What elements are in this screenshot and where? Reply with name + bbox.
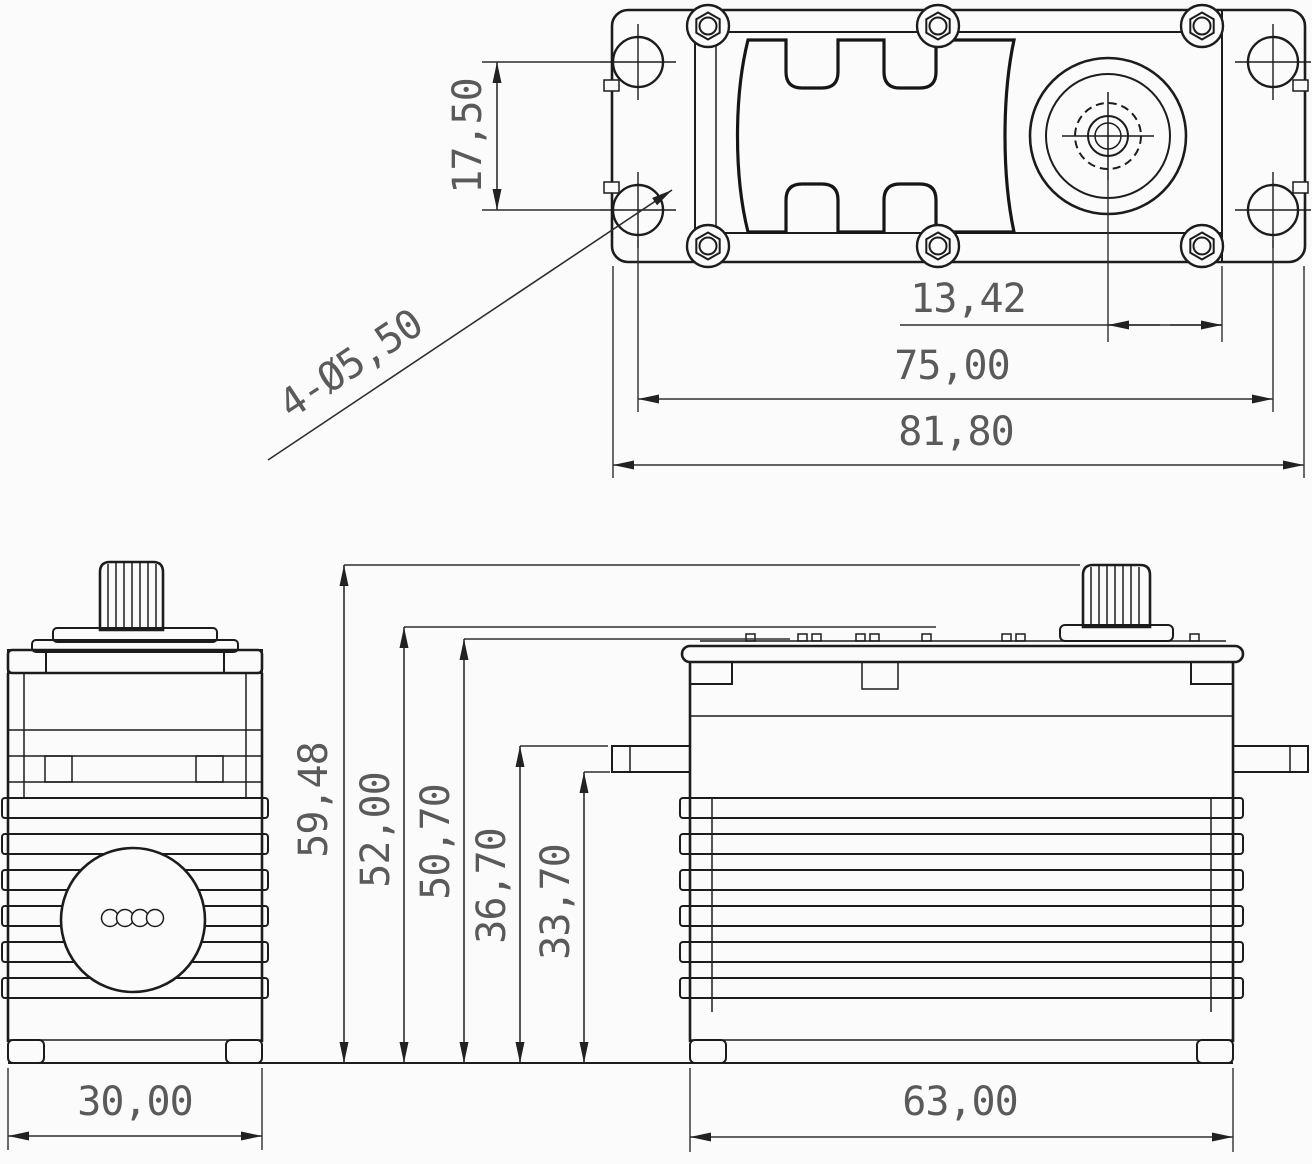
flange-edge-notches — [603, 79, 1309, 194]
front-body — [688, 661, 1235, 1042]
dim-overall-height: 59,48 — [291, 564, 1080, 1063]
dim-label-overall-height: 59,48 — [291, 742, 337, 857]
flange-plate — [610, 8, 1307, 264]
shaft-collar — [52, 627, 218, 643]
dim-height-to-flange-top: 36,70 — [469, 745, 608, 1063]
front-bottom — [689, 1039, 1234, 1064]
front-heatsink-fins — [679, 797, 1244, 1012]
dim-case-length: 63,00 — [689, 1068, 1234, 1152]
corner-step — [689, 661, 733, 685]
dim-height-to-flange-bottom: 33,70 — [533, 771, 610, 1063]
side-body — [6, 673, 264, 1042]
dim-hole-pitch-vertical: 17,50 — [445, 61, 600, 211]
dim-mounting-hole-callout: 4-Ø5,50 — [267, 189, 673, 461]
top-view: 17,50 4-Ø5,50 13,42 75,00 81 — [267, 3, 1312, 478]
corner-step — [1190, 661, 1234, 685]
dim-label-flange-overall-length: 81,80 — [898, 409, 1013, 455]
dim-hole-pitch-horizontal: 75,00 — [637, 240, 1274, 412]
dim-label-case-width: 30,00 — [77, 1079, 192, 1125]
screw-icon — [915, 3, 961, 49]
output-shaft-top — [1028, 56, 1188, 216]
dim-case-width: 30,00 — [7, 1068, 263, 1150]
dim-label-height-to-case-top: 52,00 — [353, 772, 399, 887]
screw-icon — [685, 223, 731, 269]
side-boss — [59, 846, 207, 994]
flange-ear-edge — [195, 755, 224, 783]
dim-label-height-to-flange-bottom: 33,70 — [533, 844, 579, 959]
dim-label-height-to-flange-top: 36,70 — [469, 828, 515, 943]
dim-height-to-case-top: 52,00 — [353, 626, 936, 1063]
dim-label-mounting-hole-callout: 4-Ø5,50 — [271, 301, 431, 429]
dim-shaft-to-case-edge: 13,42 — [900, 180, 1223, 342]
dim-height-to-upper-shoulder: 50,70 — [413, 638, 790, 1063]
top-tab — [861, 661, 899, 690]
screw-icon — [1179, 223, 1225, 269]
shaft-base — [31, 639, 239, 653]
dim-label-height-to-upper-shoulder: 50,70 — [413, 784, 459, 899]
dim-label-case-length: 63,00 — [902, 1079, 1017, 1125]
dim-label-hole-pitch-horizontal: 75,00 — [894, 343, 1009, 389]
front-view: 59,48 52,00 50,70 36,70 33,70 63,00 — [291, 563, 1309, 1152]
dim-label-shaft-to-case-edge: 13,42 — [910, 276, 1025, 322]
mounting-holes — [598, 22, 1312, 250]
mounting-flange-ears — [611, 745, 1309, 773]
dim-flange-overall-length: 81,80 — [612, 266, 1305, 478]
side-top-cap — [6, 648, 264, 675]
flange-ear-edge — [44, 755, 73, 783]
spline-shaft-icon — [1081, 563, 1152, 629]
front-cap-slab — [680, 644, 1245, 664]
front-top-plate — [680, 633, 1245, 664]
side-view: 30,00 — [1, 560, 269, 1150]
screw-icon — [685, 3, 731, 49]
side-bottom — [7, 1039, 263, 1064]
connector-pin — [145, 908, 165, 928]
screw-icon — [915, 223, 961, 269]
dim-label-hole-pitch-vertical: 17,50 — [445, 78, 491, 193]
spline-shaft-icon — [98, 560, 165, 632]
case-relief-pattern — [735, 38, 1016, 234]
screw-icon — [1179, 3, 1225, 49]
